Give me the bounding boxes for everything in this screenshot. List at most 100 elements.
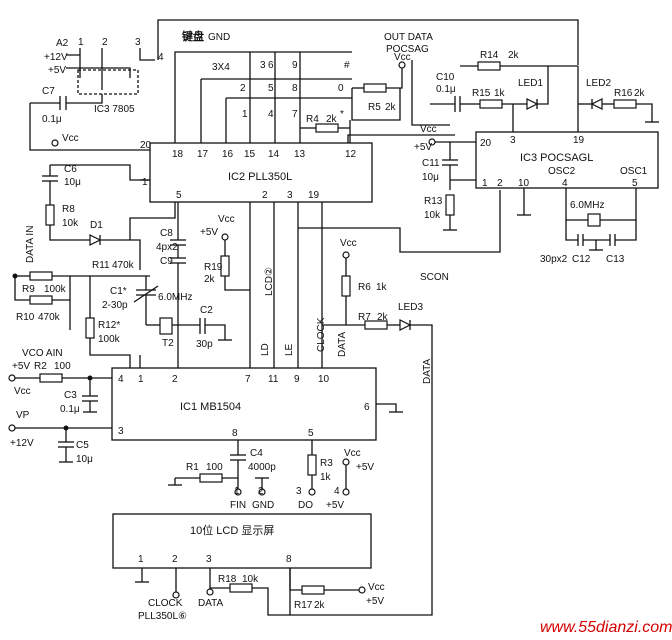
ic2-pin-2: 2	[262, 190, 268, 201]
ic1-pin-4: 4	[118, 374, 124, 385]
a2-pin-4: 4	[158, 52, 164, 63]
r8-value: 10k	[62, 218, 79, 229]
ic3-pin-20: 20	[480, 138, 492, 149]
keyboard-gnd-label: GND	[208, 32, 230, 43]
led3	[399, 319, 412, 331]
ic3-5v-label: +5V	[414, 142, 432, 153]
lcd-pin-1: 1	[138, 554, 144, 565]
7805-body	[77, 69, 139, 95]
d1-label: D1	[90, 220, 103, 231]
ic1-pin-7: 7	[245, 374, 251, 385]
c2-value: 30p	[196, 339, 213, 350]
r5-vcc-label: Vcc	[394, 52, 411, 63]
r17-resistor	[301, 585, 325, 595]
out-pocsag-label: POCSAG	[386, 44, 429, 55]
vco-5v-label: +5V	[12, 361, 30, 372]
scon-label: SCON	[420, 272, 449, 283]
v5-label: +5V	[326, 500, 344, 511]
ic2-pin-14: 14	[268, 149, 280, 160]
r1-resistor	[199, 473, 223, 483]
ic1-vcc-label: Vcc	[14, 386, 31, 397]
ic2-pin-5: 5	[176, 190, 182, 201]
do-terminal	[308, 488, 316, 496]
ic1-pin-8: 8	[232, 428, 238, 439]
lcd-pll-label: PLL350L⑥	[138, 611, 187, 622]
ic2-pin-15: 15	[244, 149, 256, 160]
r1-label: R1	[186, 462, 199, 473]
gnd-label: GND	[252, 500, 274, 511]
ic2-pin-16: 16	[222, 149, 234, 160]
r5-label: R5	[368, 102, 381, 113]
ic3-pin-1: 1	[482, 178, 488, 189]
out-data-label: OUT DATA	[384, 32, 433, 43]
lcd-title: 10位 LCD 显示屏	[190, 523, 274, 537]
r2-value: 100	[54, 361, 71, 372]
r15-label: R15	[472, 88, 491, 99]
r7-label: R7	[358, 312, 371, 323]
ic3-label: IC3 POCSAGL	[520, 152, 593, 164]
left-input-network: Vcc C6 10μ R8 10k D1 DATA IN R11 470k R9…	[12, 133, 159, 368]
xtal2-label: 6.0MHz	[570, 200, 604, 211]
r11-value: 470k	[112, 260, 135, 271]
osc2-label: OSC2	[548, 166, 576, 177]
led2	[590, 98, 603, 110]
r12-resistor	[85, 317, 95, 339]
lcd2-label: LCD②	[264, 267, 275, 296]
ic2-pin-18: 18	[172, 149, 184, 160]
c5-label: C5	[76, 440, 89, 451]
d1-diode	[89, 234, 102, 246]
vp-terminal	[8, 424, 16, 432]
ic1-pin-11: 11	[268, 374, 279, 385]
key-5: 5	[268, 83, 274, 94]
ic2-pin-13: 13	[294, 149, 306, 160]
c13-label: C13	[606, 254, 625, 265]
r16-resistor	[613, 99, 637, 109]
data-label: DATA	[337, 331, 348, 357]
keyboard-label: 键盘	[181, 29, 204, 43]
key-8: 8	[292, 83, 298, 94]
clock-label: CLOCK	[316, 317, 327, 352]
c9-label: C9	[160, 256, 173, 267]
r11-resistor	[29, 271, 53, 281]
ic1-bottom-network: C4 4000p R1 100 R3 1k Vcc +5V 1 2 3 4 FI…	[168, 440, 374, 511]
lcd-5v-label: +5V	[366, 596, 384, 607]
ic1-mb1504: IC1 MB1504 4 1 2 7 11 9 10 6 3 8 5 VCO A…	[8, 348, 403, 465]
key-4: 4	[268, 109, 274, 120]
do-label: DO	[298, 500, 313, 511]
r13-value: 10k	[424, 210, 441, 221]
c12-label: C12	[572, 254, 591, 265]
r3-resistor	[307, 454, 317, 476]
bottom-vcc-label: Vcc	[344, 448, 361, 459]
lcd-pin-2: 2	[172, 554, 178, 565]
r14-resistor	[477, 61, 501, 71]
ic2-pin-19: 19	[308, 190, 320, 201]
ic3-pin-5: 5	[632, 178, 638, 189]
ic3-pin-2: 2	[497, 178, 503, 189]
key-0: 0	[338, 83, 344, 94]
t2-label: T2	[162, 338, 174, 349]
ic3-pocsagl: IC3 POCSAGL 20 3 19 1 2 10 4 5 OSC2 OSC1…	[347, 32, 659, 265]
gnd-terminal	[258, 488, 266, 496]
vp-label: VP	[16, 410, 30, 421]
r16-value: 2k	[634, 88, 646, 99]
r19-label: R19	[204, 262, 223, 273]
r5-value: 2k	[385, 102, 397, 113]
key-hash: #	[344, 60, 350, 71]
vcc-terminal	[342, 251, 350, 259]
r14-value: 2k	[508, 50, 520, 61]
c6-value: 10μ	[64, 177, 81, 188]
r17-value: 2k	[314, 600, 326, 611]
key-2: 2	[240, 83, 246, 94]
vp-12v-label: +12V	[10, 438, 34, 449]
ic2-pin-1: 1	[142, 177, 148, 188]
r15-resistor	[479, 99, 503, 109]
data-terminal	[206, 588, 214, 596]
a2-pin-3: 3	[135, 37, 141, 48]
r11-label: R11	[92, 260, 110, 271]
r10-label: R10	[16, 312, 35, 323]
ic2-pin-12: 12	[345, 149, 357, 160]
r19-value: 2k	[204, 274, 216, 285]
vco-tank: C8 4px2 C9 6.0MHz T2 C2 30p Vcc +5V R19 …	[146, 190, 501, 368]
ic1-label: IC1 MB1504	[180, 401, 241, 413]
